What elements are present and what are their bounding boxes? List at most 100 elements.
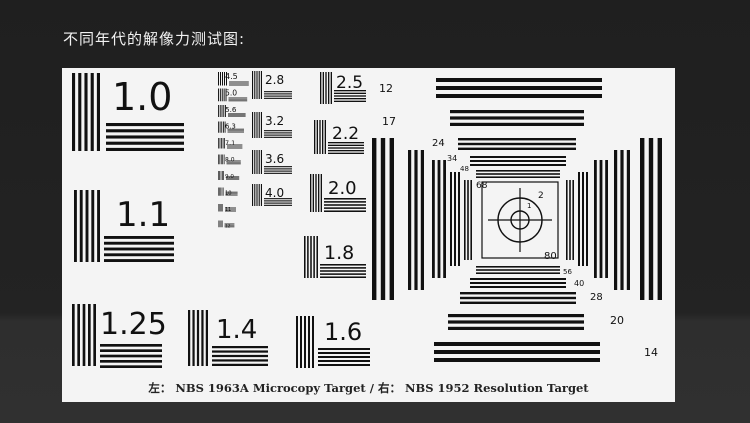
target-bar bbox=[389, 138, 394, 300]
target-bar bbox=[205, 310, 208, 366]
target-bar bbox=[221, 105, 223, 117]
target-bar bbox=[448, 320, 584, 324]
target-bar bbox=[100, 344, 162, 347]
target-bar bbox=[224, 72, 225, 86]
target-bar bbox=[620, 150, 624, 290]
resolution-label: 34 bbox=[447, 154, 457, 163]
target-bar bbox=[318, 348, 370, 350]
image-caption: 左： NBS 1963A Microcopy Target / 右： NBS 1… bbox=[148, 381, 589, 395]
target-bar bbox=[458, 172, 460, 266]
resolution-label: 9.0 bbox=[225, 174, 234, 180]
target-bar bbox=[260, 71, 262, 99]
resolution-label: 12 bbox=[379, 82, 393, 95]
resolution-label: 5.6 bbox=[225, 105, 237, 114]
resolution-label: 2.8 bbox=[265, 73, 284, 87]
target-bar bbox=[212, 359, 268, 362]
target-bar bbox=[258, 71, 260, 99]
target-bar bbox=[264, 167, 292, 169]
target-bar bbox=[256, 184, 258, 206]
resolution-label: 1.8 bbox=[324, 242, 354, 264]
target-bar bbox=[586, 172, 588, 266]
target-bar bbox=[599, 160, 603, 278]
target-bar bbox=[100, 365, 162, 368]
target-bar bbox=[566, 180, 568, 260]
target-bar bbox=[221, 187, 223, 196]
target-bar bbox=[104, 236, 174, 239]
target-bar bbox=[330, 72, 332, 104]
target-bar bbox=[264, 137, 292, 138]
resolution-label: 1.0 bbox=[112, 75, 172, 119]
target-bar bbox=[106, 135, 184, 139]
target-bar bbox=[212, 363, 268, 366]
resolution-label: 8.0 bbox=[225, 157, 235, 164]
target-bar bbox=[223, 154, 225, 165]
target-bar bbox=[252, 71, 254, 99]
target-bar bbox=[218, 72, 219, 86]
target-bar bbox=[264, 91, 292, 92]
target-bar bbox=[328, 150, 364, 152]
target-bar bbox=[256, 112, 258, 138]
target-bar bbox=[308, 316, 310, 368]
target-bar bbox=[264, 130, 292, 131]
target-bar bbox=[219, 121, 221, 133]
target-bar bbox=[315, 174, 317, 212]
target-bar bbox=[201, 310, 204, 366]
resolution-label: 1.4 bbox=[216, 315, 257, 345]
caption-right-text: NBS 1952 Resolution Target bbox=[404, 381, 589, 395]
target-bar bbox=[414, 150, 418, 290]
target-bar bbox=[254, 150, 256, 174]
target-bar bbox=[221, 121, 223, 133]
target-bar bbox=[316, 120, 318, 154]
target-bar bbox=[254, 71, 256, 99]
target-bar bbox=[264, 171, 292, 173]
target-bar bbox=[458, 142, 576, 146]
target-bar bbox=[318, 352, 370, 354]
target-bar bbox=[657, 138, 662, 300]
target-bar bbox=[222, 220, 223, 228]
target-bar bbox=[626, 150, 630, 290]
target-bar bbox=[264, 198, 292, 199]
target-bar bbox=[312, 174, 314, 212]
target-bar bbox=[324, 120, 326, 154]
target-bar bbox=[434, 350, 600, 354]
caption-left-prefix: 左 bbox=[148, 381, 160, 395]
target-bar bbox=[212, 354, 268, 358]
target-bar bbox=[328, 147, 364, 149]
target-bar bbox=[78, 73, 82, 151]
target-bar bbox=[582, 172, 584, 266]
target-bar bbox=[219, 171, 220, 180]
target-bar bbox=[464, 180, 466, 260]
target-bar bbox=[470, 180, 472, 260]
target-bar bbox=[476, 176, 560, 178]
target-bar bbox=[220, 154, 222, 165]
target-bar bbox=[85, 190, 89, 262]
target-bar bbox=[91, 190, 95, 262]
target-bar bbox=[222, 171, 223, 180]
target-bar bbox=[82, 304, 86, 366]
target-bar bbox=[222, 154, 224, 165]
target-bar bbox=[310, 174, 312, 212]
target-bar bbox=[318, 174, 320, 212]
target-bar bbox=[252, 184, 254, 206]
resolution-label: 17 bbox=[382, 115, 396, 128]
target-bar bbox=[324, 207, 366, 209]
target-bar bbox=[450, 122, 584, 126]
target-bar bbox=[93, 304, 96, 366]
target-bar bbox=[84, 73, 88, 151]
target-bar bbox=[324, 204, 366, 206]
target-bar bbox=[264, 94, 292, 96]
target-bar bbox=[220, 171, 222, 180]
resolution-label: 10 bbox=[225, 191, 232, 197]
target-bar bbox=[300, 316, 302, 368]
target-bar bbox=[223, 105, 225, 117]
target-bar bbox=[188, 310, 191, 366]
resolution-label: 20 bbox=[610, 314, 624, 327]
target-bar bbox=[106, 129, 184, 133]
target-bar bbox=[219, 88, 221, 102]
target-bar bbox=[304, 236, 306, 278]
target-bar bbox=[264, 166, 292, 167]
target-bar bbox=[72, 304, 75, 366]
target-bar bbox=[264, 98, 292, 99]
target-bar bbox=[225, 105, 226, 117]
